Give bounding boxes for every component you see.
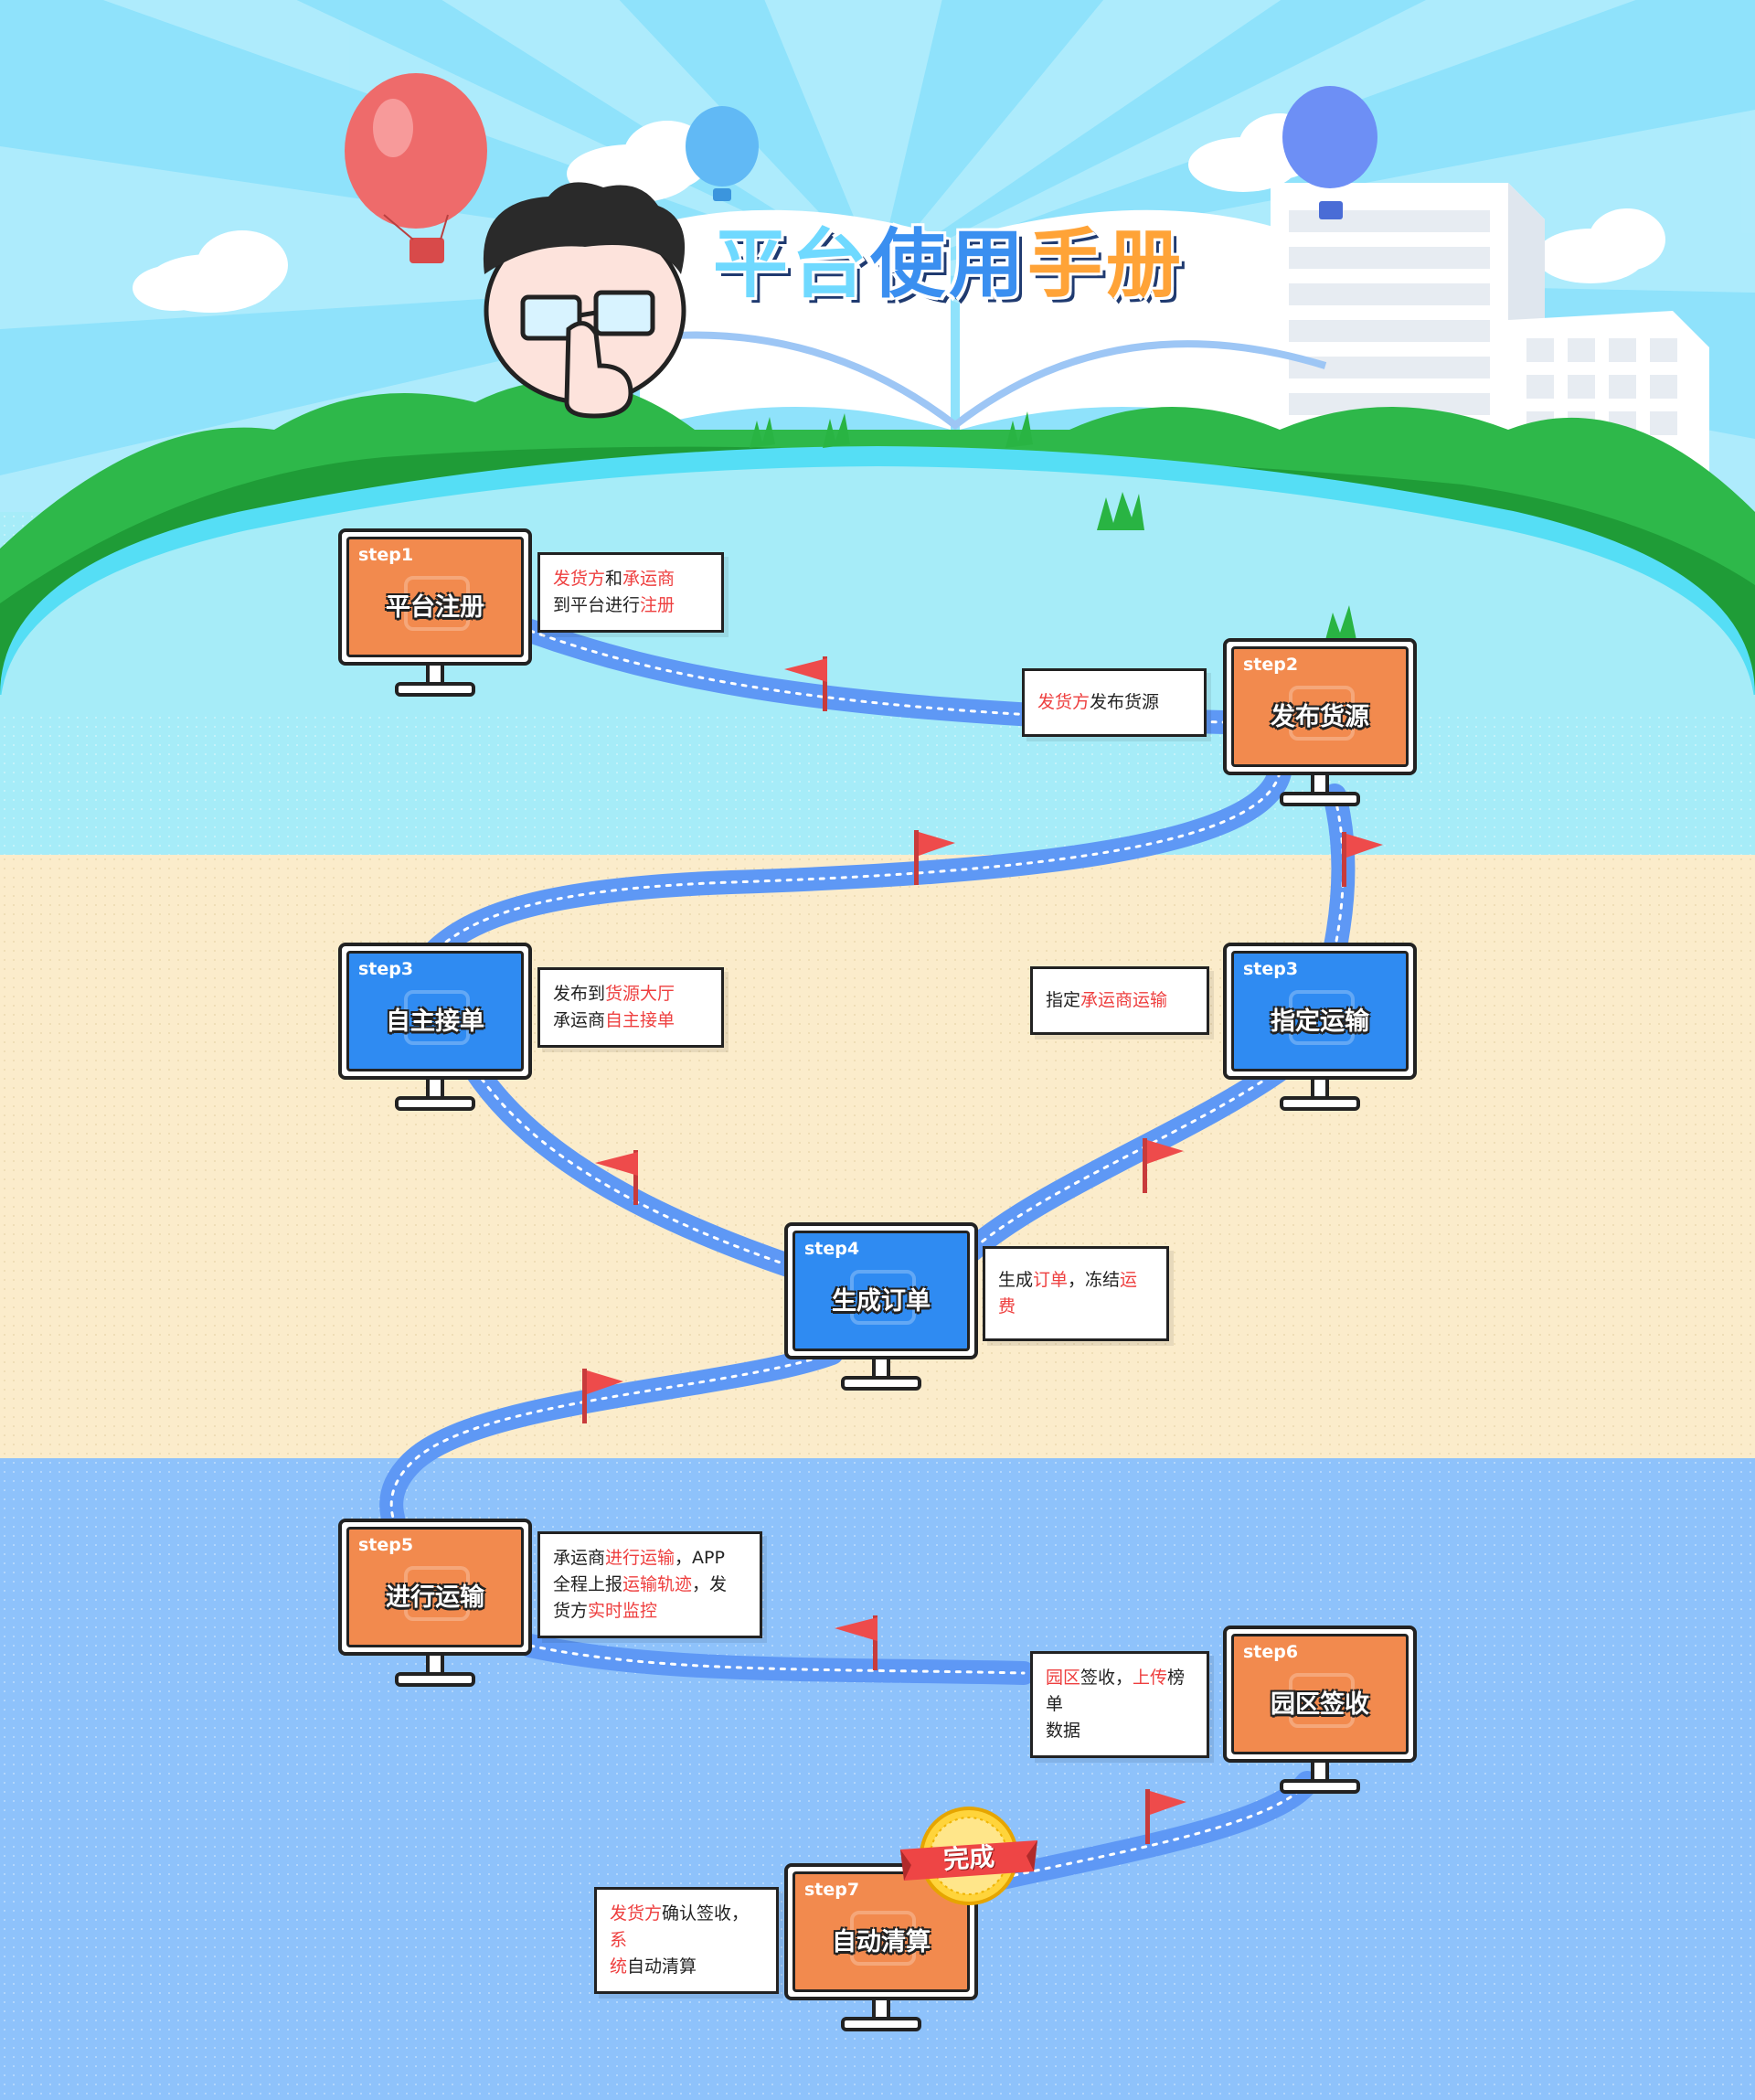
highlight-text: 上传	[1133, 1668, 1168, 1688]
step-6-monitor: step6 园区签收	[1223, 1626, 1417, 1794]
book-icon	[584, 209, 1327, 431]
grass-icon	[750, 411, 1356, 640]
highlight-text: 订单	[1033, 1270, 1069, 1290]
bubble-text: 榜单	[1046, 1668, 1186, 1714]
step-title: 生成订单	[832, 1287, 931, 1316]
step-title: 平台注册	[386, 593, 484, 622]
bubble-text: 货方	[553, 1601, 589, 1621]
clipboard-icon	[404, 576, 470, 631]
step-7-bubble: 发货方确认签收， 系 统自动清算	[594, 1887, 779, 1994]
bubble-text: 发布货源	[1090, 692, 1160, 712]
highlight-text: 货源大厅	[605, 984, 675, 1004]
step-title: 园区签收	[1271, 1690, 1369, 1719]
step-tag: step1	[358, 545, 414, 565]
bubble-text: 确认签收，	[662, 1903, 750, 1924]
step-3b-bubble: 指定承运商运输	[1030, 966, 1209, 1035]
bubble-text: 承运商	[553, 1010, 606, 1030]
bubble-text: 全程上报	[553, 1574, 623, 1594]
highlight-text: 发货方	[1037, 692, 1090, 712]
highlight-text: 园区	[1046, 1668, 1081, 1688]
character-icon	[483, 182, 686, 419]
order-icon	[850, 1270, 916, 1325]
step-2-bubble: 发货方发布货源	[1022, 668, 1207, 737]
highlight-text: 承运商运输	[1080, 990, 1168, 1010]
highlight-text: 自主接单	[605, 1010, 675, 1030]
document-icon	[1289, 686, 1355, 741]
bubble-text: 和	[605, 569, 623, 589]
step-1-bubble: 发货方和承运商 到平台进行注册	[537, 552, 724, 633]
step-title: 自动清算	[832, 1928, 931, 1956]
highlight-text: 承运商	[622, 569, 675, 589]
step-4-monitor: step4 生成订单	[784, 1222, 978, 1391]
step-title: 指定运输	[1271, 1007, 1369, 1036]
step-tag: step7	[804, 1880, 860, 1900]
step-4-bubble: 生成订单，冻结运费	[983, 1246, 1169, 1341]
truck-icon	[404, 990, 470, 1045]
truck-icon	[404, 1566, 470, 1621]
step-tag: step2	[1243, 655, 1299, 675]
truck-icon	[1289, 990, 1355, 1045]
bubble-text: ，发	[692, 1574, 728, 1594]
complete-badge: 完成	[900, 1806, 1037, 1906]
balloon-icon	[345, 73, 1377, 263]
step-tag: step4	[804, 1239, 860, 1259]
step-title: 自主接单	[386, 1007, 484, 1036]
step-tag: step3	[1243, 959, 1299, 979]
scenery	[0, 73, 1755, 713]
step-1-monitor: step1 平台注册	[338, 528, 532, 697]
calculator-icon	[850, 1911, 916, 1966]
highlight-text: 实时监控	[588, 1601, 658, 1621]
bubble-text: ，冻结	[1068, 1270, 1121, 1290]
step-6-bubble: 园区签收，上传榜单 数据	[1030, 1651, 1209, 1758]
bubble-text: ，APP	[675, 1548, 725, 1568]
medal-icon	[900, 1807, 1037, 1905]
bubble-text: 指定	[1046, 990, 1081, 1010]
step-3a-monitor: step3 自主接单	[338, 943, 532, 1111]
building-icon	[1271, 183, 1709, 512]
step-title: 进行运输	[386, 1583, 484, 1612]
highlight-text: 系	[610, 1930, 628, 1950]
step-title: 发布货源	[1271, 703, 1369, 731]
highlight-text: 统	[610, 1956, 628, 1977]
step-5-monitor: step5 进行运输	[338, 1519, 532, 1687]
step-2-monitor: step2 发布货源	[1223, 638, 1417, 806]
step-tag: step5	[358, 1535, 414, 1555]
bubble-text: 签收，	[1080, 1668, 1133, 1688]
bubble-text: 自动清算	[627, 1956, 697, 1977]
bubble-text: 发布到	[553, 984, 606, 1004]
page-title: 平台使用手册	[713, 221, 1186, 308]
step-tag: step3	[358, 959, 414, 979]
bubble-text: 承运商	[553, 1548, 606, 1568]
highlight-text: 发货方	[553, 569, 606, 589]
bubble-text: 生成	[998, 1270, 1034, 1290]
step-7-monitor: step7 自动清算	[784, 1863, 978, 2031]
step-3b-monitor: step3 指定运输	[1223, 943, 1417, 1111]
flag-icon	[582, 656, 1383, 1844]
package-icon	[1289, 1673, 1355, 1728]
step-tag: step6	[1243, 1642, 1299, 1662]
step-5-bubble: 承运商进行运输，APP 全程上报运输轨迹，发 货方实时监控	[537, 1531, 762, 1638]
bubble-text: 数据	[1046, 1721, 1081, 1741]
highlight-text: 运输轨迹	[622, 1574, 693, 1594]
highlight-text: 运费	[998, 1270, 1138, 1316]
step-3a-bubble: 发布到货源大厅 承运商自主接单	[537, 967, 724, 1048]
highlight-text: 进行运输	[605, 1548, 675, 1568]
highlight-text: 发货方	[610, 1903, 663, 1924]
highlight-text: 注册	[640, 595, 675, 615]
bubble-text: 到平台进行	[553, 595, 641, 615]
